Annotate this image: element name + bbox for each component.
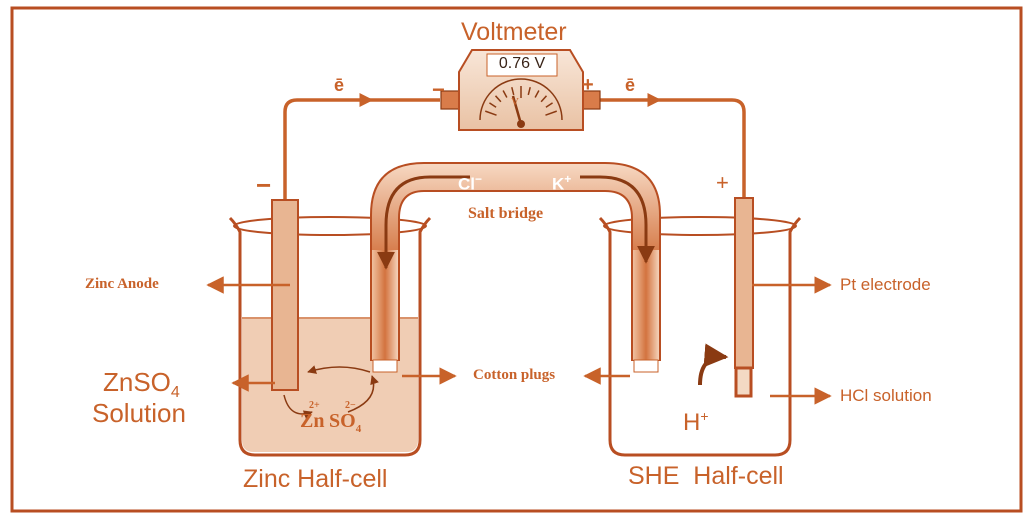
meter-tick <box>527 86 531 96</box>
zinc-anode-label: Zinc Anode <box>85 276 159 292</box>
meter-tick <box>545 110 558 116</box>
bridge-arrow-left <box>377 175 470 270</box>
k-charge: + <box>564 172 572 186</box>
salt-bridge-left-leg <box>371 250 399 360</box>
cl-symbol: Cl <box>458 174 475 194</box>
h-ion-arrow <box>698 343 729 386</box>
meter-tick <box>489 102 497 108</box>
cotton-plugs-label: Cotton plugs <box>473 367 556 383</box>
so4-ion-arrow-left <box>307 365 371 374</box>
pt-foil <box>734 366 753 398</box>
meter-tick <box>511 86 515 96</box>
h-ion-label: H+ <box>683 408 709 437</box>
meter-tick <box>545 102 553 108</box>
meter-tick <box>540 95 548 103</box>
meter-scale-ticks <box>484 86 558 116</box>
bridge-arrow-right <box>580 175 655 264</box>
so4-ion-charge: 2− <box>345 400 356 411</box>
bridge-ion-cl: Cl− <box>458 172 482 195</box>
meter-symbol: V <box>511 96 519 108</box>
she-half-cell-caption: SHE Half-cell <box>628 462 784 490</box>
she-beaker-rim <box>603 216 797 236</box>
znso4-label: ZnSO4 <box>103 368 180 407</box>
k-symbol: K <box>552 174 565 194</box>
cl-charge: − <box>475 172 483 186</box>
meter-plus-sign: + <box>582 74 594 96</box>
cotton-plug-left <box>372 359 398 373</box>
pt-electrode-label: Pt electrode <box>840 275 931 294</box>
electron-symbol-right: ē <box>625 75 636 95</box>
meter-needle <box>511 95 523 125</box>
meter-tick <box>494 95 502 103</box>
cathode-sign: + <box>716 170 729 195</box>
h-symbol: H <box>683 409 701 436</box>
pt-electrode <box>734 197 754 369</box>
zn-ion-charge: 2+ <box>309 400 320 411</box>
meter-scale-arc <box>479 78 563 121</box>
so-symbol: SO <box>329 410 356 432</box>
zn-ion-arrow <box>283 394 313 419</box>
salt-bridge-right-leg <box>632 250 660 360</box>
znso4-subscript: 4 <box>170 384 180 402</box>
voltmeter <box>440 49 601 131</box>
wire-right <box>600 98 746 205</box>
meter-tick <box>502 90 508 98</box>
solution-label: Solution <box>92 398 186 428</box>
hcl-solution-label: HCl solution <box>840 386 932 405</box>
salt-bridge-leg-edges <box>370 250 661 360</box>
meter-tick <box>484 110 497 116</box>
zinc-beaker-rim <box>233 216 427 236</box>
electron-symbol-left: ē <box>334 75 345 95</box>
salt-bridge <box>370 162 661 361</box>
zn-ion-label: Zn <box>300 411 324 431</box>
voltmeter-reading: 0.76 V <box>498 55 546 72</box>
salt-bridge-label: Salt bridge <box>468 205 544 222</box>
zinc-half-cell-caption: Zinc Half-cell <box>243 465 388 493</box>
wire-left <box>283 98 440 205</box>
meter-minus-sign: − <box>432 77 445 102</box>
so4-subscript: 4 <box>355 423 362 435</box>
anode-sign: − <box>256 170 272 200</box>
bridge-ion-k: K+ <box>552 172 571 195</box>
so4-ion-arrow-up <box>347 375 379 413</box>
cotton-plug-right <box>633 359 659 373</box>
meter-needle-pivot <box>517 120 525 128</box>
meter-display <box>486 53 558 77</box>
outer-frame <box>10 6 1023 513</box>
voltmeter-title: Voltmeter <box>461 18 567 46</box>
so4-ion-label: SO4 <box>329 411 361 439</box>
meter-tick <box>534 90 540 98</box>
h-charge: + <box>700 408 709 424</box>
znso4-formula: ZnSO <box>103 367 171 397</box>
zinc-electrode <box>271 199 299 391</box>
zn-symbol: Zn <box>300 410 325 432</box>
